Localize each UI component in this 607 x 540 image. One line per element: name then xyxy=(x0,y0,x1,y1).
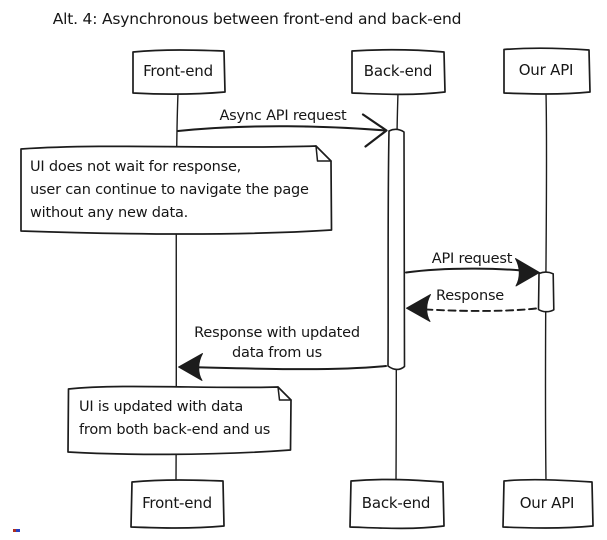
ourapi-lifeline xyxy=(544,92,548,482)
actor-box-ourapi-top xyxy=(503,47,591,95)
actor-backend-top-label: Back-end xyxy=(363,62,433,80)
message-4-label-line-2: data from us xyxy=(232,345,322,361)
actor-box-backend-top xyxy=(351,48,446,96)
note-2-shape xyxy=(67,385,292,456)
actor-ourapi-bottom-label: Our API xyxy=(519,494,575,512)
message-4-label-line-1: Response with updated xyxy=(194,325,360,341)
message-4-label: Response with updated data from us xyxy=(194,323,360,363)
message-1-open-arrowhead-icon xyxy=(361,113,388,148)
note-2-text: UI is updated with data from both back-e… xyxy=(79,396,270,441)
note-1-line-2: user can continue to navigate the page xyxy=(30,182,309,198)
message-3-dashed-line xyxy=(411,307,537,312)
message-2-filled-arrowhead-icon xyxy=(515,258,540,287)
ourapi-activation-bar xyxy=(537,271,555,313)
note-1-fold-icon xyxy=(315,145,332,162)
actor-frontend-top-label: Front-end xyxy=(143,62,213,80)
note-2-fold-icon xyxy=(277,386,292,401)
message-1-label: Async API request xyxy=(219,108,347,124)
message-4-line xyxy=(183,365,387,371)
message-2-label: API request xyxy=(431,251,513,267)
message-2-line xyxy=(405,267,533,274)
note-1-shape xyxy=(20,145,333,235)
message-3-label: Response xyxy=(435,288,505,304)
actor-box-frontend-top xyxy=(132,49,226,96)
message-1-line xyxy=(177,125,387,132)
note-1-line-1: UI does not wait for response, xyxy=(30,159,242,175)
actor-box-backend-bottom xyxy=(349,478,445,530)
diagram-title: Alt. 4: Asynchronous between front-end a… xyxy=(52,10,462,28)
message-3-filled-arrowhead-icon xyxy=(406,294,431,322)
backend-activation-bar xyxy=(387,128,406,371)
message-4-filled-arrowhead-icon xyxy=(178,353,203,381)
artifact-mark xyxy=(13,529,20,532)
actor-box-ourapi-bottom xyxy=(502,478,594,529)
actor-backend-bottom-label: Back-end xyxy=(361,494,431,512)
note-1-line-3: without any new data. xyxy=(30,205,189,221)
note-1-text: UI does not wait for response, user can … xyxy=(30,156,309,225)
actor-frontend-bottom-label: Front-end xyxy=(142,494,212,512)
note-2-line-2: from both back-end and us xyxy=(79,421,271,438)
note-2-line-1: UI is updated with data xyxy=(79,399,244,415)
actor-box-frontend-bottom xyxy=(130,479,225,529)
actor-ourapi-top-label: Our API xyxy=(518,61,574,79)
